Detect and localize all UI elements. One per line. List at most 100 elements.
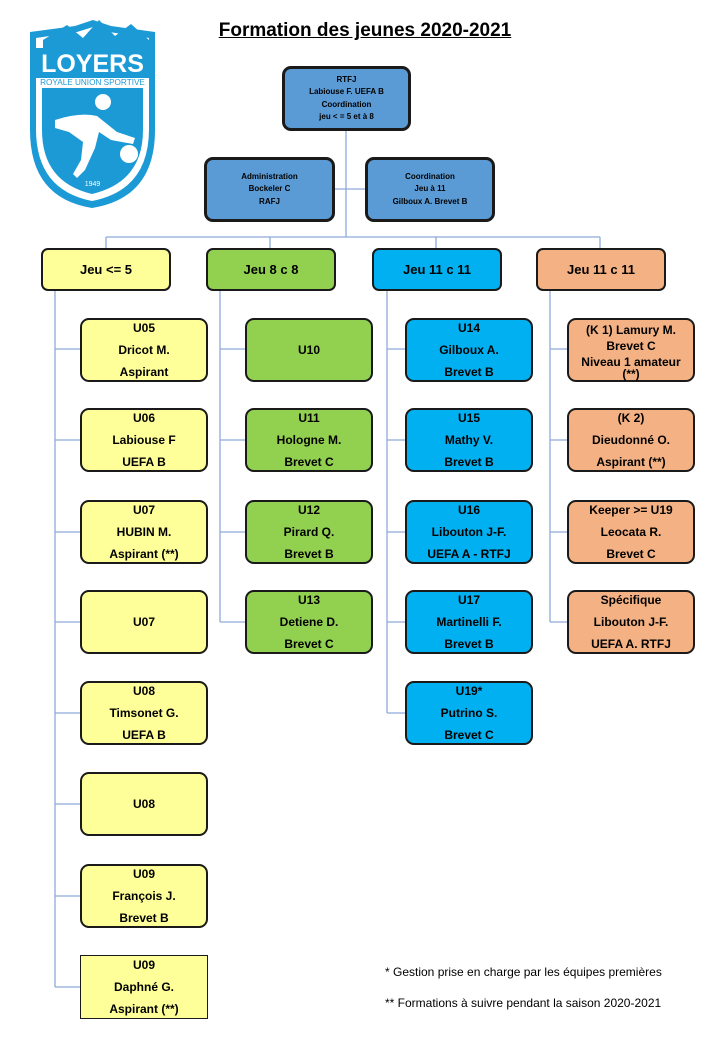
- team-line: Labiouse F: [112, 433, 176, 447]
- rtfj-line: Coordination: [321, 99, 372, 109]
- team-line: U15: [457, 411, 480, 425]
- team-line: (**): [622, 366, 640, 381]
- team-line: Gilboux A.: [439, 343, 499, 357]
- header-label: Jeu <= 5: [79, 261, 133, 277]
- team-line: U13: [297, 593, 320, 607]
- rtfj-line: Labiouse F. UEFA B: [309, 87, 384, 96]
- team-box-u13: U13 Detiene D. Brevet C: [245, 590, 373, 654]
- rtfj-line: jeu < = 5 et à 8: [319, 112, 374, 121]
- team-box-u09-a: U09 François J. Brevet B: [80, 864, 208, 928]
- team-line: U07: [132, 503, 155, 517]
- team-line: Brevet C: [444, 728, 494, 742]
- team-line: Hologne M.: [276, 433, 342, 447]
- team-line: Spécifique: [600, 593, 662, 607]
- header-label: Jeu 11 c 11: [403, 261, 471, 277]
- team-line: Dricot M.: [118, 343, 170, 357]
- team-line: Aspirant: [119, 365, 169, 379]
- team-line: U09: [132, 867, 155, 881]
- team-line: UEFA A. RTFJ: [591, 637, 671, 651]
- team-box-u08-b: U08: [80, 772, 208, 836]
- team-line: Pirard Q.: [283, 525, 335, 539]
- team-line: Brevet B: [444, 637, 494, 651]
- team-line: Libouton J-F.: [431, 525, 507, 539]
- svg-text:ROYALE UNION SPORTIVE: ROYALE UNION SPORTIVE: [40, 78, 145, 87]
- team-line: Brevet C: [606, 338, 656, 353]
- team-line: Brevet B: [444, 365, 494, 379]
- admin-line: Bockeler C: [248, 184, 291, 194]
- team-line: Timsonet G.: [109, 706, 179, 720]
- team-line: U16: [457, 503, 480, 517]
- team-box-u16: U16 Libouton J-F. UEFA A - RTFJ: [405, 500, 533, 564]
- team-line: U19*: [455, 684, 483, 698]
- team-line: HUBIN M.: [116, 525, 172, 539]
- team-line: U08: [132, 684, 155, 698]
- team-line: Mathy V.: [444, 433, 494, 447]
- team-box-u15: U15 Mathy V. Brevet B: [405, 408, 533, 472]
- team-line: Brevet B: [119, 911, 169, 925]
- team-line: U08: [132, 797, 155, 811]
- team-line: (K 1) Lamury M.: [585, 322, 676, 337]
- team-box-u05: U05 Dricot M. Aspirant: [80, 318, 208, 382]
- team-box-u07-b: U07: [80, 590, 208, 654]
- svg-text:LOYERS: LOYERS: [41, 50, 144, 78]
- team-line: Brevet C: [284, 455, 334, 469]
- team-line: UEFA A - RTFJ: [427, 547, 511, 561]
- team-box-u12: U12 Pirard Q. Brevet B: [245, 500, 373, 564]
- team-line: U14: [457, 321, 480, 335]
- team-line: Libouton J-F.: [593, 615, 669, 629]
- team-box-u06: U06 Labiouse F UEFA B: [80, 408, 208, 472]
- team-box-u14: U14 Gilboux A. Brevet B: [405, 318, 533, 382]
- team-box-u17: U17 Martinelli F. Brevet B: [405, 590, 533, 654]
- team-line: Aspirant (**): [109, 547, 179, 561]
- team-line: Brevet C: [284, 637, 334, 651]
- admin-line: RAFJ: [259, 196, 280, 206]
- team-line: (K 2): [617, 411, 645, 425]
- team-line: Aspirant (**): [596, 455, 666, 469]
- team-line: Martinelli F.: [436, 615, 502, 629]
- header-jeu-11-b: Jeu 11 c 11: [536, 248, 666, 291]
- administration-box: Administration Bockeler C RAFJ: [204, 157, 335, 222]
- footnote-formations: ** Formations à suivre pendant la saison…: [385, 996, 662, 1010]
- team-line: Putrino S.: [440, 706, 498, 720]
- team-line: UEFA B: [122, 728, 166, 742]
- team-line: U11: [298, 411, 320, 425]
- team-line: Daphné G.: [113, 980, 174, 994]
- team-line: Niveau 1 amateur: [581, 354, 681, 369]
- header-label: Jeu 11 c 11: [567, 261, 635, 277]
- team-box-u19: U19* Putrino S. Brevet C: [405, 681, 533, 745]
- keeper-box-k1: (K 1) Lamury M. Brevet C Niveau 1 amateu…: [567, 318, 695, 382]
- team-line: U06: [132, 411, 155, 425]
- admin-line: Administration: [241, 171, 298, 181]
- coord-line: Coordination: [405, 171, 455, 181]
- keeper-box-k2: (K 2) Dieudonné O. Aspirant (**): [567, 408, 695, 472]
- team-line: U09: [132, 958, 155, 972]
- team-line: Detiene D.: [279, 615, 339, 629]
- coordination-box: Coordination Jeu à 11 Gilboux A. Brevet …: [365, 157, 495, 222]
- coord-line: Jeu à 11: [414, 184, 446, 194]
- team-line: François J.: [112, 889, 176, 903]
- team-line: Leocata R.: [600, 525, 662, 539]
- team-line: U17: [457, 593, 480, 607]
- club-logo: LOYERS ROYALE UNION SPORTIVE 1949: [30, 20, 155, 208]
- header-jeu-5: Jeu <= 5: [41, 248, 171, 291]
- keeper-box-specifique: Spécifique Libouton J-F. UEFA A. RTFJ: [567, 590, 695, 654]
- header-jeu-11-a: Jeu 11 c 11: [372, 248, 502, 291]
- team-box-u10: U10: [245, 318, 373, 382]
- team-line: Brevet C: [606, 547, 656, 561]
- header-jeu-8: Jeu 8 c 8: [206, 248, 336, 291]
- footnote-gestion: * Gestion prise en charge par les équipe…: [385, 965, 662, 979]
- rtfj-line: RTFJ: [336, 74, 357, 84]
- team-line: U10: [297, 343, 320, 357]
- coord-line: Gilboux A. Brevet B: [392, 196, 468, 206]
- team-line: U12: [297, 503, 320, 517]
- rtfj-box: RTFJ Labiouse F. UEFA B Coordination jeu…: [282, 66, 411, 131]
- team-line: Dieudonné O.: [592, 433, 670, 447]
- team-box-u11: U11 Hologne M. Brevet C: [245, 408, 373, 472]
- team-line: UEFA B: [122, 455, 166, 469]
- team-box-u08-a: U08 Timsonet G. UEFA B: [80, 681, 208, 745]
- team-line: U05: [132, 321, 155, 335]
- team-line: Keeper >= U19: [589, 503, 673, 517]
- team-line: Brevet B: [284, 547, 334, 561]
- team-box-u09-b: U09 Daphné G. Aspirant (**): [80, 955, 208, 1019]
